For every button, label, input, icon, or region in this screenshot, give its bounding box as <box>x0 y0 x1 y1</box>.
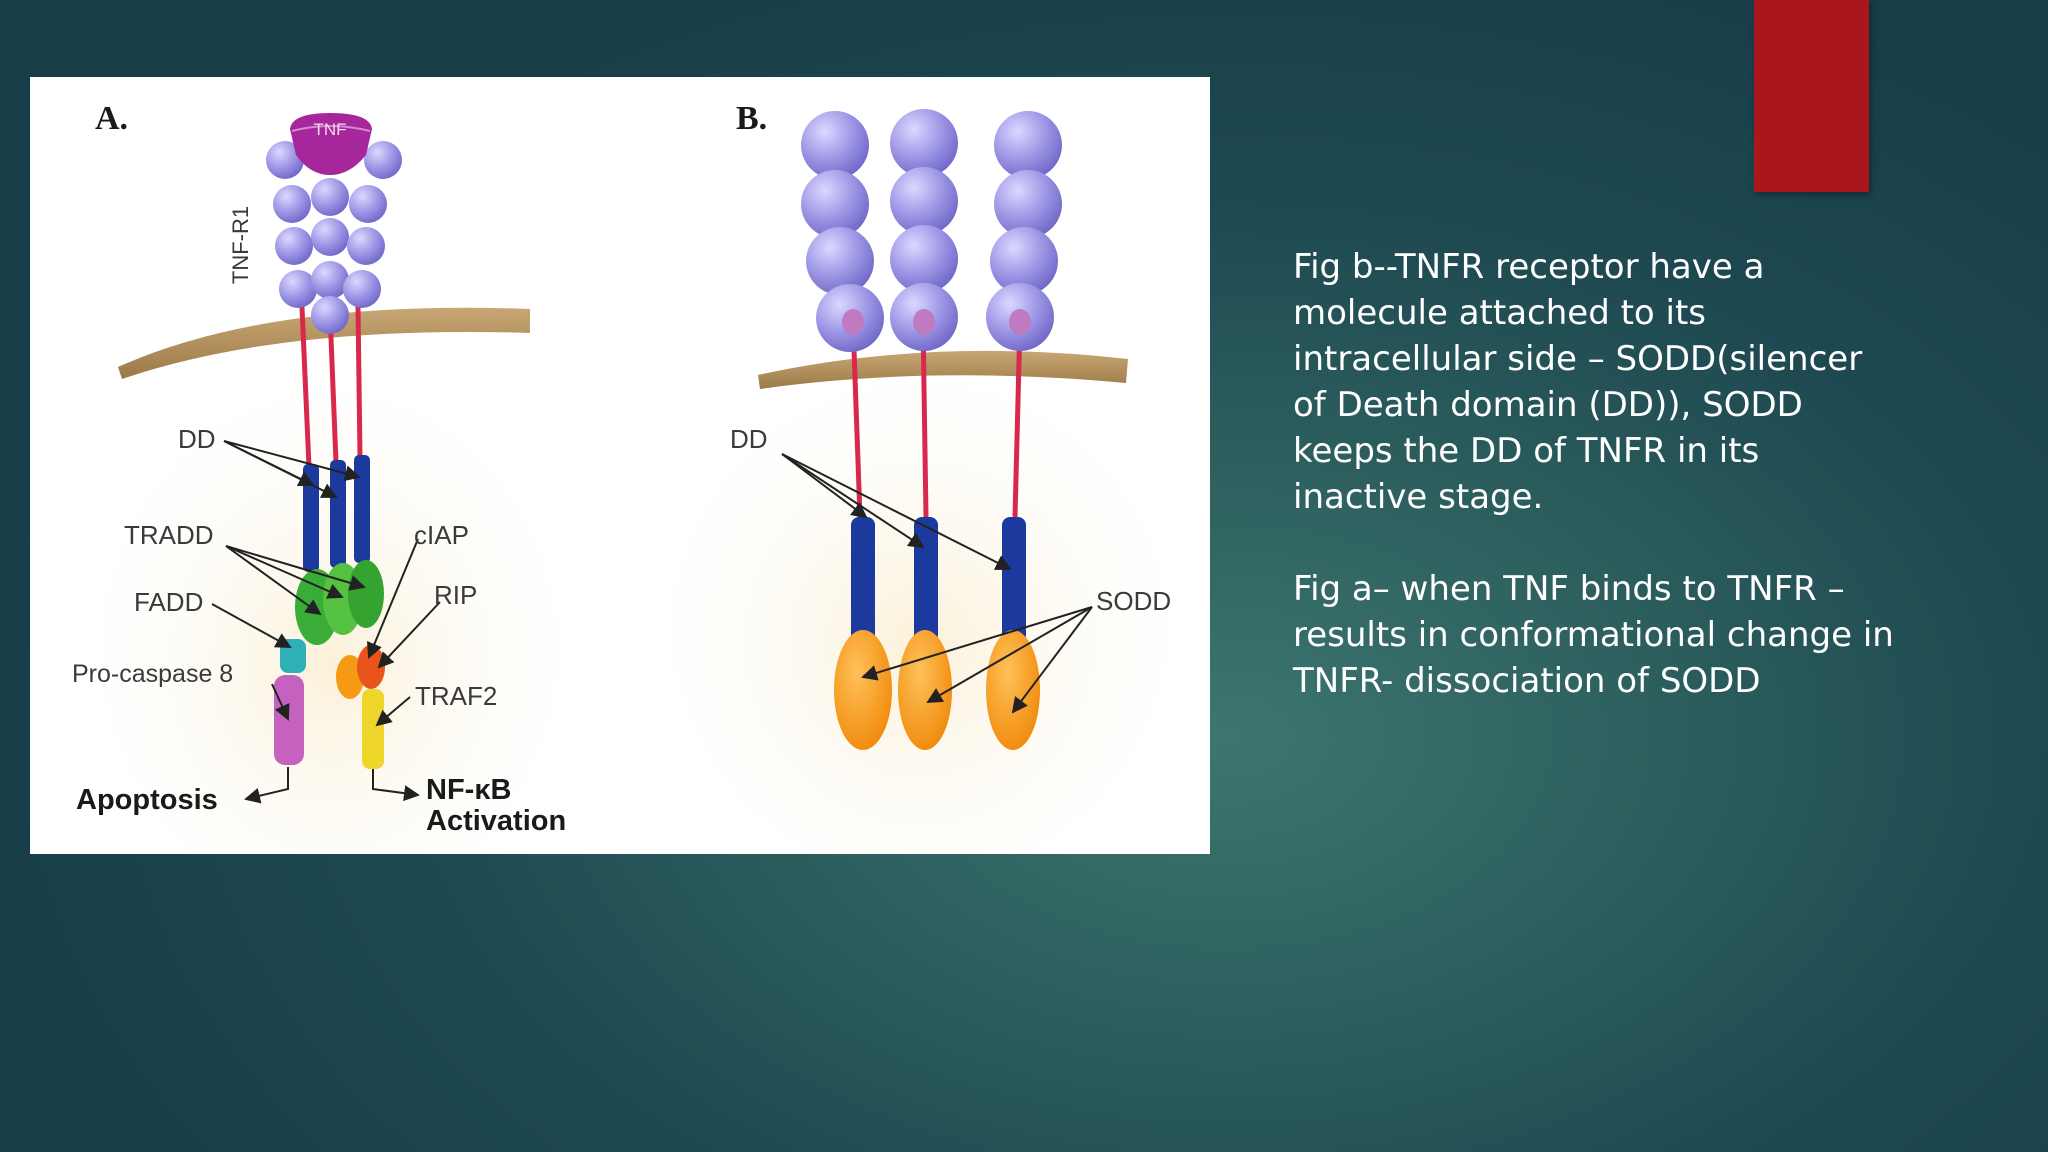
tradd-pointer <box>225 545 322 616</box>
receptor-b-1 <box>801 111 892 750</box>
panel-a-heading: A. <box>95 100 128 137</box>
nfkb-arrow <box>372 769 420 802</box>
tnf-receptor-figure: A. <box>30 77 1210 854</box>
apoptosis-arrow <box>244 767 289 804</box>
cell-membrane-b <box>758 350 1128 389</box>
nfkb-label: NF-κB <box>426 774 511 806</box>
apoptosis-label: Apoptosis <box>76 784 218 816</box>
note-fig-a: Fig a– when TNF binds to TNFR – results … <box>1293 569 1894 701</box>
dd-label-a: DD <box>178 424 216 454</box>
sodd-label: SODD <box>1096 586 1171 616</box>
panel-a: A. <box>72 100 566 854</box>
traf2-label: TRAF2 <box>415 681 497 711</box>
dd-pointer-b <box>781 453 868 519</box>
tnf-r1-extracellular-domain <box>266 141 402 334</box>
rip-label: RIP <box>434 580 477 610</box>
receptor-b-2 <box>890 109 958 750</box>
tradd-label: TRADD <box>124 520 214 550</box>
rip-pointer <box>377 601 441 669</box>
ciap-pointer <box>366 538 419 659</box>
receptor-stalk <box>327 312 339 463</box>
sodd-pointer <box>926 606 1093 704</box>
ciap-label: cIAP <box>414 520 469 550</box>
dd-pointer-b <box>781 453 925 549</box>
tnf-r1-label: TNF-R1 <box>228 206 253 284</box>
pro-caspase-8 <box>274 675 304 765</box>
slide-notes: Fig b--TNFR receptor have a molecule att… <box>1293 244 1933 750</box>
panel-b: B. <box>670 100 1171 854</box>
sodd-pointer <box>1011 606 1093 714</box>
sodd-pointer <box>861 606 1093 681</box>
panel-b-heading: B. <box>736 100 767 137</box>
receptor-stalk <box>299 306 312 468</box>
activation-label: Activation <box>426 805 566 837</box>
procaspase-label: Pro-caspase 8 <box>72 660 233 688</box>
receptor-stalk <box>355 306 363 458</box>
fadd-label: FADD <box>134 587 203 617</box>
tnf-ligand: TNF <box>290 113 372 175</box>
note-fig-b: Fig b--TNFR receptor have a molecule att… <box>1293 247 1863 517</box>
tradd-pointer <box>225 545 366 591</box>
dd-pointer <box>223 440 361 482</box>
tradd-pointer <box>225 545 344 599</box>
tnf-label: TNF <box>313 120 346 139</box>
accent-bar <box>1754 0 1869 192</box>
traf2 <box>362 689 384 769</box>
dd-pointer <box>223 440 338 498</box>
traf2-pointer <box>375 696 411 727</box>
death-domain <box>303 464 319 572</box>
fadd-pointer <box>211 603 292 648</box>
cell-membrane-a <box>118 307 530 379</box>
dd-pointer-b <box>781 453 1012 570</box>
death-domain <box>354 455 370 563</box>
ciap <box>336 655 364 699</box>
dd-label-b: DD <box>730 424 768 454</box>
procaspase-pointer <box>271 683 290 721</box>
death-domain <box>330 460 346 568</box>
